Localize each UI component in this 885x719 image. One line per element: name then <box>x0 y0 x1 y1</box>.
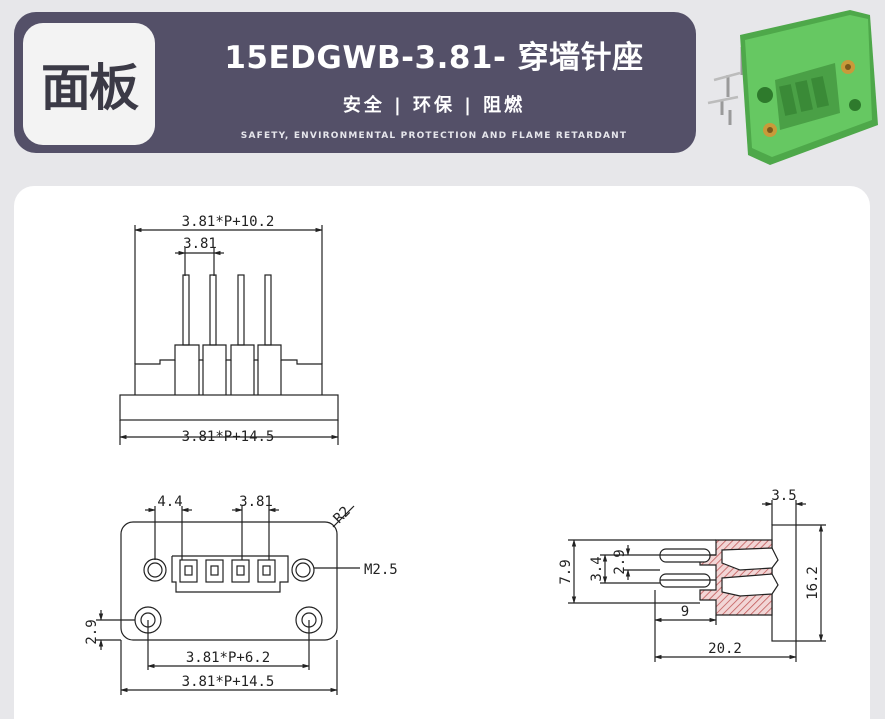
panel-dim-pitch: 3.81 <box>239 494 273 510</box>
product-title: 15EDGWB-3.81- 穿墙针座 <box>224 40 644 76</box>
side-dim-c: 2.9 <box>612 549 628 574</box>
panel-dim-left: 4.4 <box>157 494 182 510</box>
panel-dim-height: 2.9 <box>84 619 100 644</box>
front-dim-pitch: 3.81 <box>183 236 217 252</box>
product-subtitle: 安全 | 环保 | 阻燃 <box>342 95 526 116</box>
badge-label: 面板 <box>41 59 139 117</box>
side-dim-total: 20.2 <box>708 641 742 657</box>
side-dim-height: 16.2 <box>805 566 821 600</box>
front-view <box>119 225 339 445</box>
panel-dim-holes: 3.81*P+6.2 <box>186 650 270 666</box>
side-dim-top: 3.5 <box>771 488 796 504</box>
side-dim-a: 7.9 <box>558 559 574 584</box>
side-view <box>568 500 826 662</box>
side-dim-pin: 9 <box>681 604 689 620</box>
category-badge: 面板 <box>23 23 155 145</box>
panel-dim-radius: R2 <box>331 504 354 527</box>
panel-view <box>96 505 360 695</box>
panel-dim-width: 3.81*P+14.5 <box>182 674 275 690</box>
panel-dim-screw: M2.5 <box>364 562 398 578</box>
product-image <box>707 10 878 165</box>
front-dim-top: 3.81*P+10.2 <box>182 214 275 230</box>
header-banner: 面板 15EDGWB-3.81- 穿墙针座 安全 | 环保 | 阻燃 SAFET… <box>14 12 696 153</box>
product-tagline: SAFETY, ENVIRONMENTAL PROTECTION AND FLA… <box>240 131 628 141</box>
side-dim-b: 3.4 <box>589 556 605 581</box>
front-dim-bottom: 3.81*P+14.5 <box>182 429 275 445</box>
